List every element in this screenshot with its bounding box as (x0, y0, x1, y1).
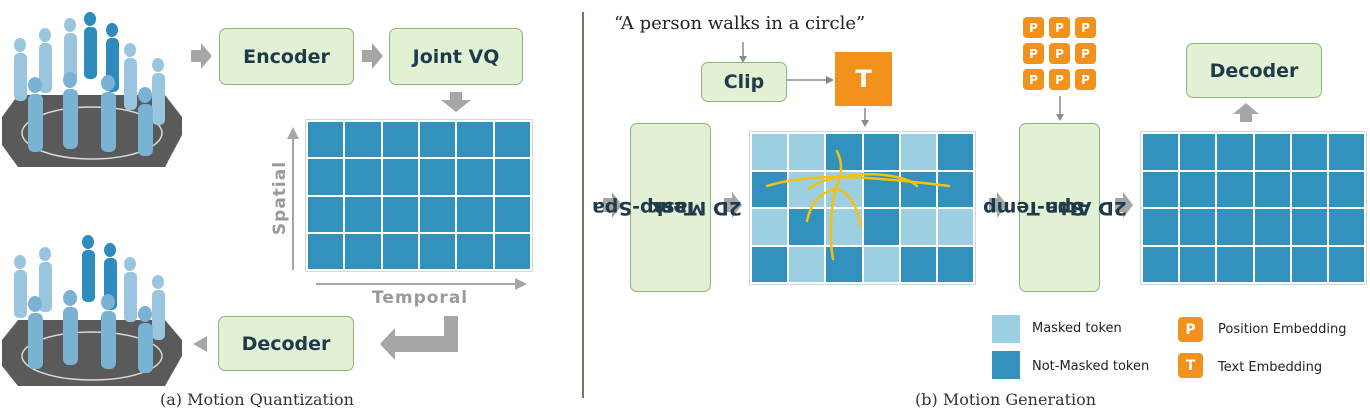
arrow-vq-to-grid (441, 92, 471, 112)
not-masked-token (789, 209, 825, 245)
arrow-text-to-grid (861, 120, 869, 127)
clip-box: Clip (701, 62, 787, 102)
masked-token (752, 209, 788, 245)
joint-vq-box: Joint VQ (389, 28, 523, 85)
legend-masked-swatch (992, 315, 1020, 343)
motion-figures-top-image (2, 12, 182, 167)
masked-token (863, 246, 899, 282)
not-masked-token (863, 209, 899, 245)
not-masked-token (900, 171, 936, 207)
arrow-mask-to-grid (724, 192, 742, 218)
not-masked-token (752, 171, 788, 207)
right-decoder-label: Decoder (1209, 59, 1299, 82)
arrow-to-left-decoder (380, 316, 458, 360)
clip-label: Clip (723, 71, 765, 93)
legend-position-symbol: P (1185, 321, 1196, 338)
arrow-clip-to-text (826, 76, 834, 84)
not-masked-token (937, 134, 973, 170)
temporal-axis-head (515, 278, 527, 290)
masked-token-grid (749, 131, 976, 285)
encoder-box: Encoder (219, 28, 354, 85)
not-masked-token (826, 134, 862, 170)
masked-token (789, 134, 825, 170)
legend-position-label: Position Embedding (1218, 322, 1347, 337)
spatial-axis-label: Spatial (270, 160, 290, 236)
left-decoder-label: Decoder (241, 332, 331, 355)
arrow-pos-to-attn (1056, 114, 1064, 121)
position-token: P (1049, 69, 1070, 90)
arrow-output-to-decoder (1233, 103, 1259, 122)
masked-token (789, 246, 825, 282)
masked-token (752, 134, 788, 170)
arrow-attn-to-output (1115, 192, 1133, 218)
legend-position-icon: P (1178, 317, 1203, 342)
not-masked-token (937, 246, 973, 282)
masked-token (900, 134, 936, 170)
legend-text-label: Text Embedding (1218, 360, 1323, 375)
motion-figures-bottom-image (2, 235, 182, 386)
text-token-label: T (855, 65, 872, 93)
attention-arcs (765, 149, 951, 261)
text-token: T (835, 52, 892, 106)
encoder-label: Encoder (243, 45, 330, 68)
masked-token (937, 209, 973, 245)
not-masked-token (900, 246, 936, 282)
legend-masked-label: Masked token (1032, 321, 1122, 336)
legend-not-masked-swatch (992, 351, 1020, 379)
legend-not-masked-label: Not-Masked token (1032, 359, 1150, 374)
legend-text-symbol: T (1185, 357, 1196, 374)
arrow-decoder-to-image (193, 336, 207, 352)
right-caption: (b) Motion Generation (915, 390, 1097, 409)
quantized-token-grid (305, 119, 533, 272)
arrow-prompt-to-clip (739, 56, 747, 63)
left-caption: (a) Motion Quantization (160, 390, 354, 409)
attn-label-line2: 2D Attn (1044, 196, 1127, 219)
text-prompt: “A person walks in a circle” (614, 13, 866, 34)
spatial-axis-head (287, 127, 299, 139)
output-token-grid (1140, 131, 1367, 285)
left-decoder-box: Decoder (218, 316, 354, 371)
position-token: P (1023, 69, 1044, 90)
arrow-into-mask (603, 192, 622, 218)
position-token: P (1075, 17, 1096, 38)
position-token: P (1023, 17, 1044, 38)
position-token: P (1023, 43, 1044, 64)
position-token: P (1049, 17, 1070, 38)
not-masked-token (937, 171, 973, 207)
arrow-grid-to-attn (989, 192, 1007, 218)
position-token: P (1049, 43, 1070, 64)
temporal-axis-label: Temporal (372, 288, 469, 308)
position-token: P (1075, 69, 1096, 90)
mask-label-line2: 2D Mask (650, 196, 743, 219)
position-token: P (1075, 43, 1096, 64)
arrow-image-to-encoder (191, 43, 212, 69)
masked-token (900, 209, 936, 245)
legend-text-icon: T (1178, 353, 1203, 378)
not-masked-token (863, 134, 899, 170)
arrow-encoder-to-vq (362, 43, 383, 69)
joint-vq-label: Joint VQ (412, 45, 500, 68)
not-masked-token (752, 246, 788, 282)
right-decoder-box: Decoder (1186, 43, 1322, 98)
